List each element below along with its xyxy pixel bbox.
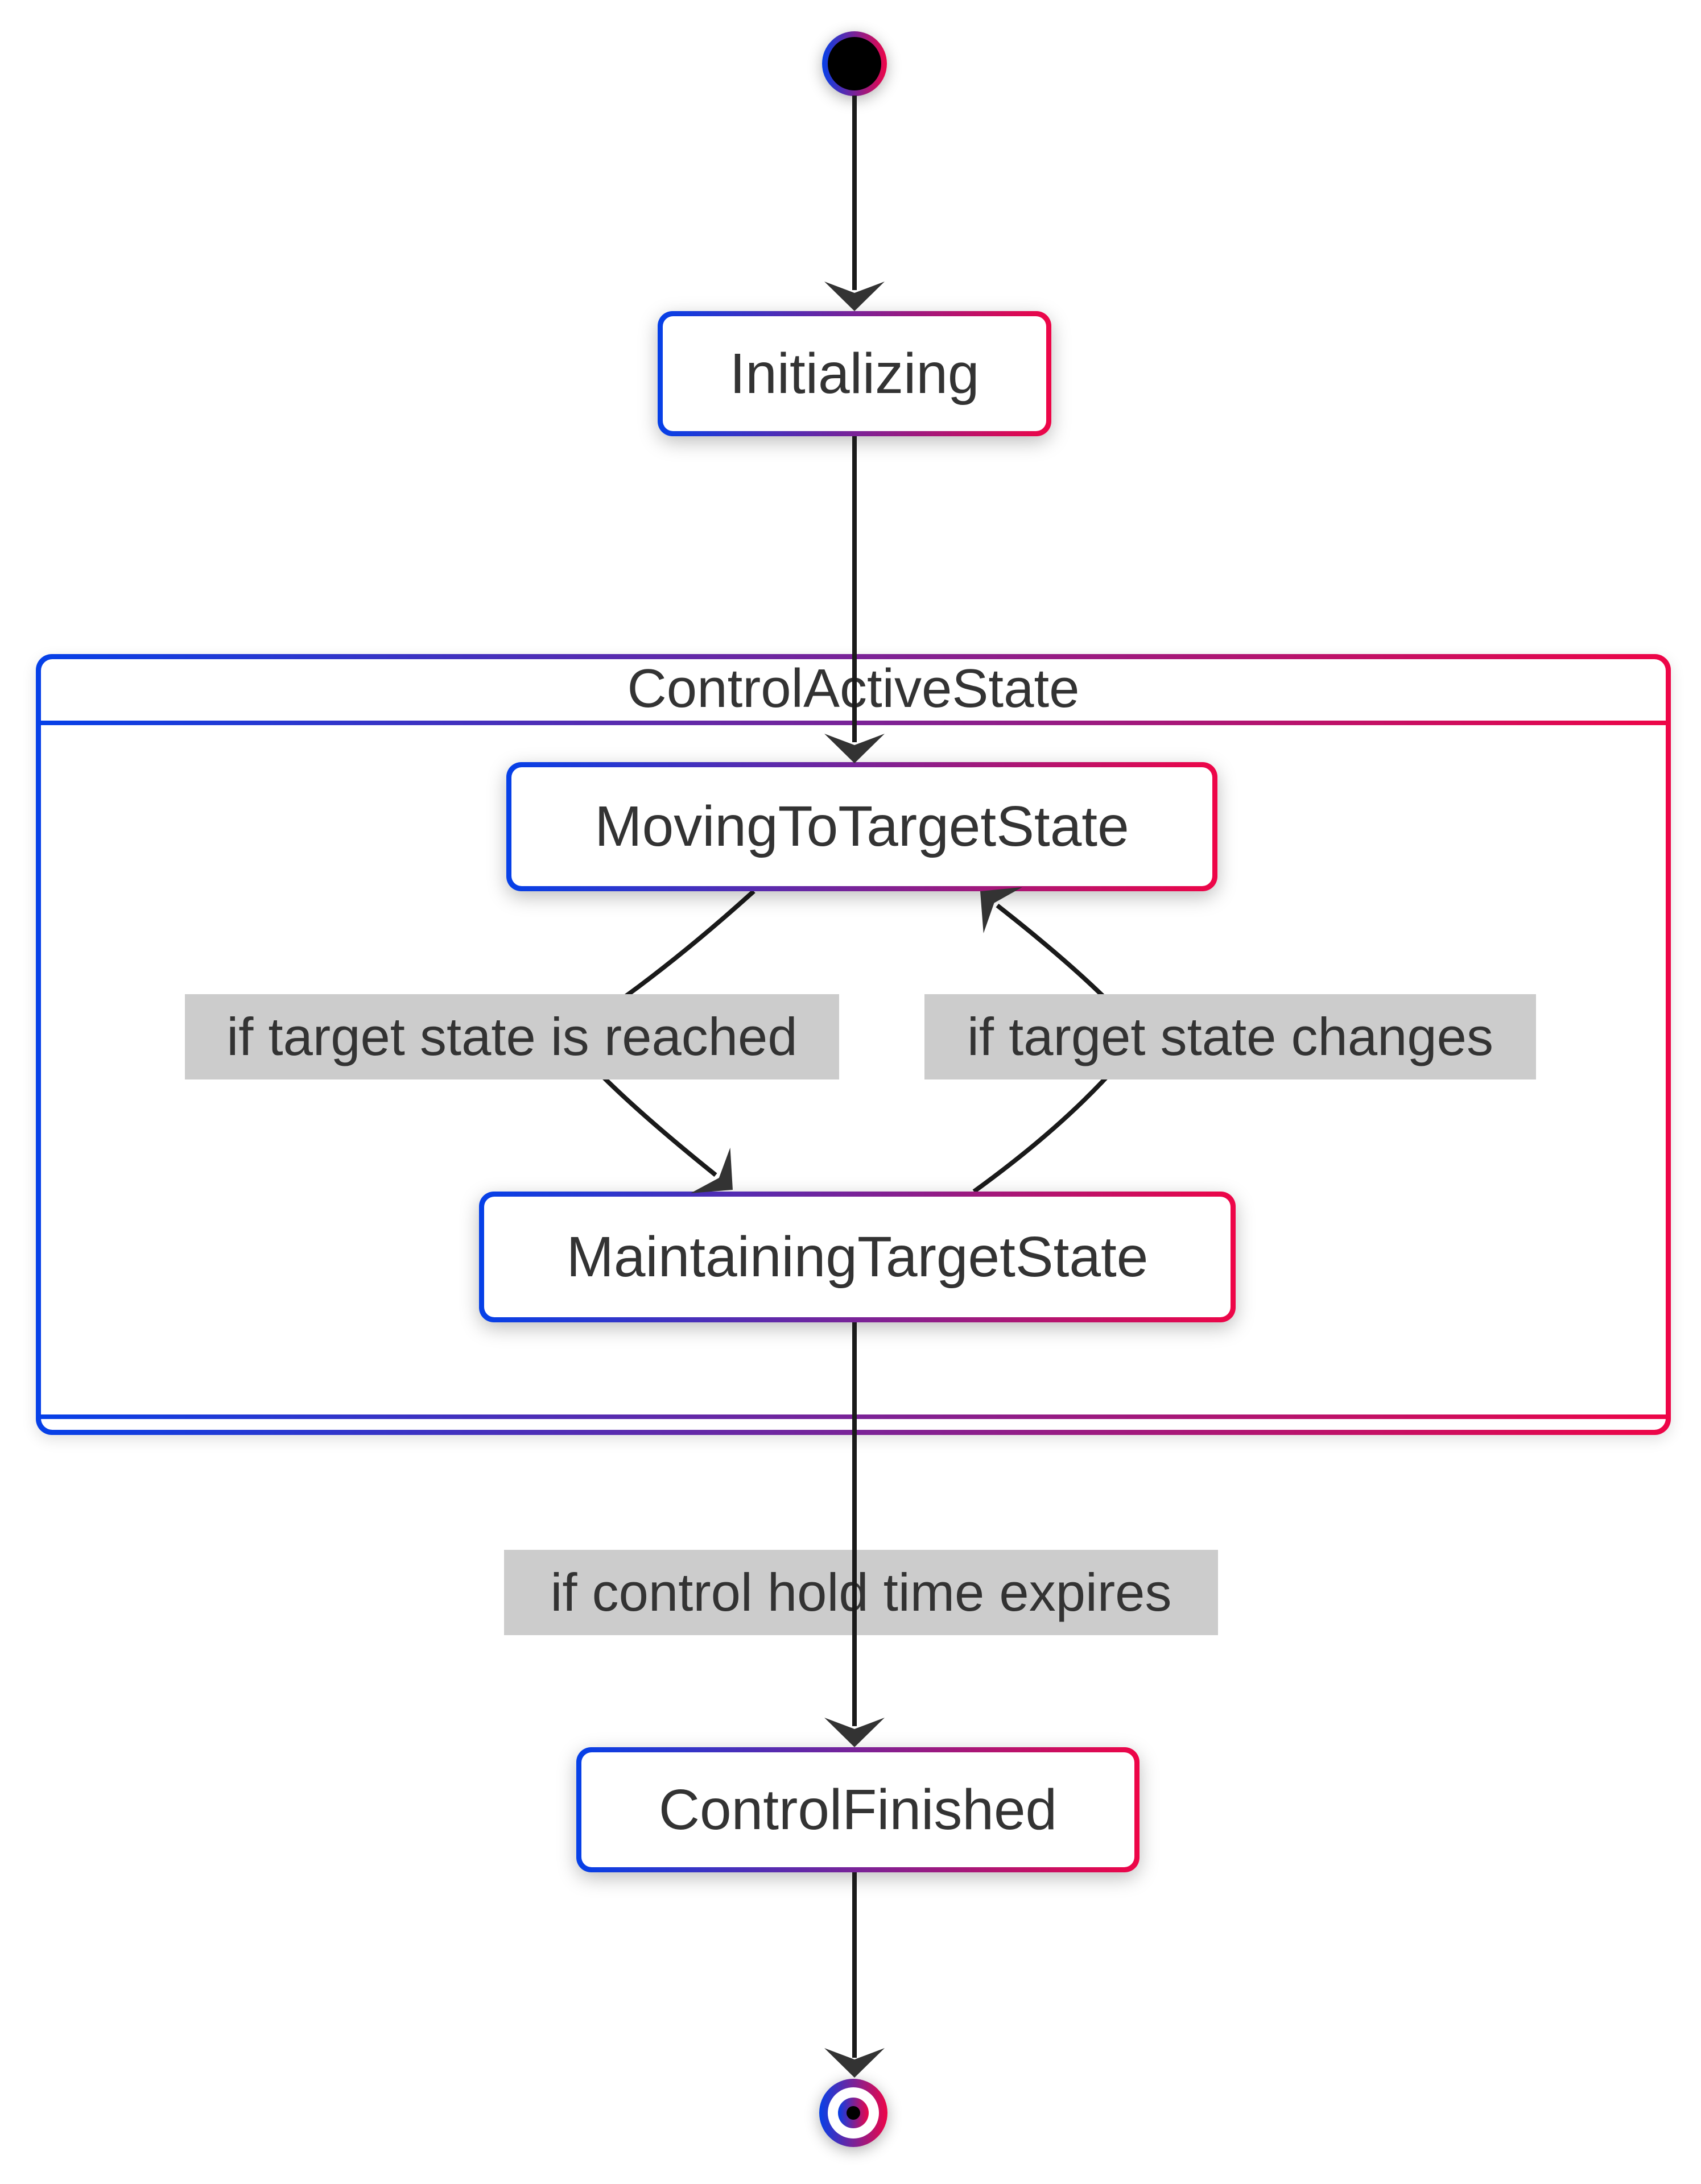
final-state-node [819,2079,887,2147]
final-state-core-dot [847,2106,860,2120]
state-control-finished-label: ControlFinished [581,1752,1134,1867]
state-initializing-label: Initializing [663,316,1046,431]
final-state-gradient-disc [838,2098,869,2128]
arrowhead-into-maintaining [690,1147,733,1193]
state-maintaining-target: MaintainingTargetState [479,1192,1236,1322]
edge-label-target-changes: if target state changes [924,994,1536,1079]
arrowhead-into-moving-bottom [980,887,1022,934]
final-state-white-ring [828,2087,879,2138]
state-moving-to-target: MovingToTargetState [506,762,1217,891]
start-state-core [828,37,881,90]
state-control-finished: ControlFinished [576,1747,1139,1872]
arrowhead-into-moving-top [824,734,885,763]
start-state-node [822,31,887,96]
arrowhead-into-finished [824,1718,885,1747]
arrowhead-into-end [824,2048,885,2078]
arrowhead-into-initializing [824,282,885,311]
state-initializing: Initializing [658,311,1051,436]
state-maintaining-target-label: MaintainingTargetState [484,1197,1231,1317]
edge-label-target-reached: if target state is reached [185,994,839,1079]
edge-label-hold-time-expires: if control hold time expires [504,1550,1218,1635]
state-moving-to-target-label: MovingToTargetState [511,767,1212,886]
